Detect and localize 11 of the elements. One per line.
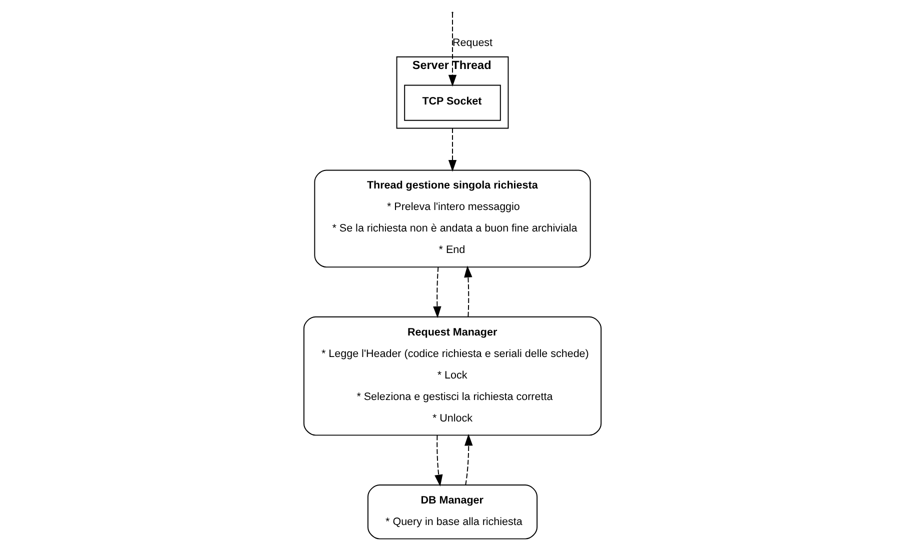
arrow: [434, 434, 442, 486]
node-box: DB Manager * Query in base alla richiesta: [366, 484, 538, 540]
node-box: Request Manager * Legge l'Header (codice richiesta e seriali delle schede) * Lock * Seleziona e gestisci la richiesta corretta * Unlock: [302, 316, 602, 436]
arrow: [464, 266, 472, 318]
node-box: Thread gestione singola richiesta * Preleva l'intero messaggio * Se la richiesta non è andata a buon fine archiviala * End: [314, 170, 590, 268]
arrow: [464, 434, 472, 486]
edge-label: Request: [452, 36, 492, 49]
node-box: TCP Socket: [404, 84, 500, 121]
arrow: [432, 266, 441, 318]
arrow: [448, 128, 456, 172]
arrow: [448, 12, 456, 87]
